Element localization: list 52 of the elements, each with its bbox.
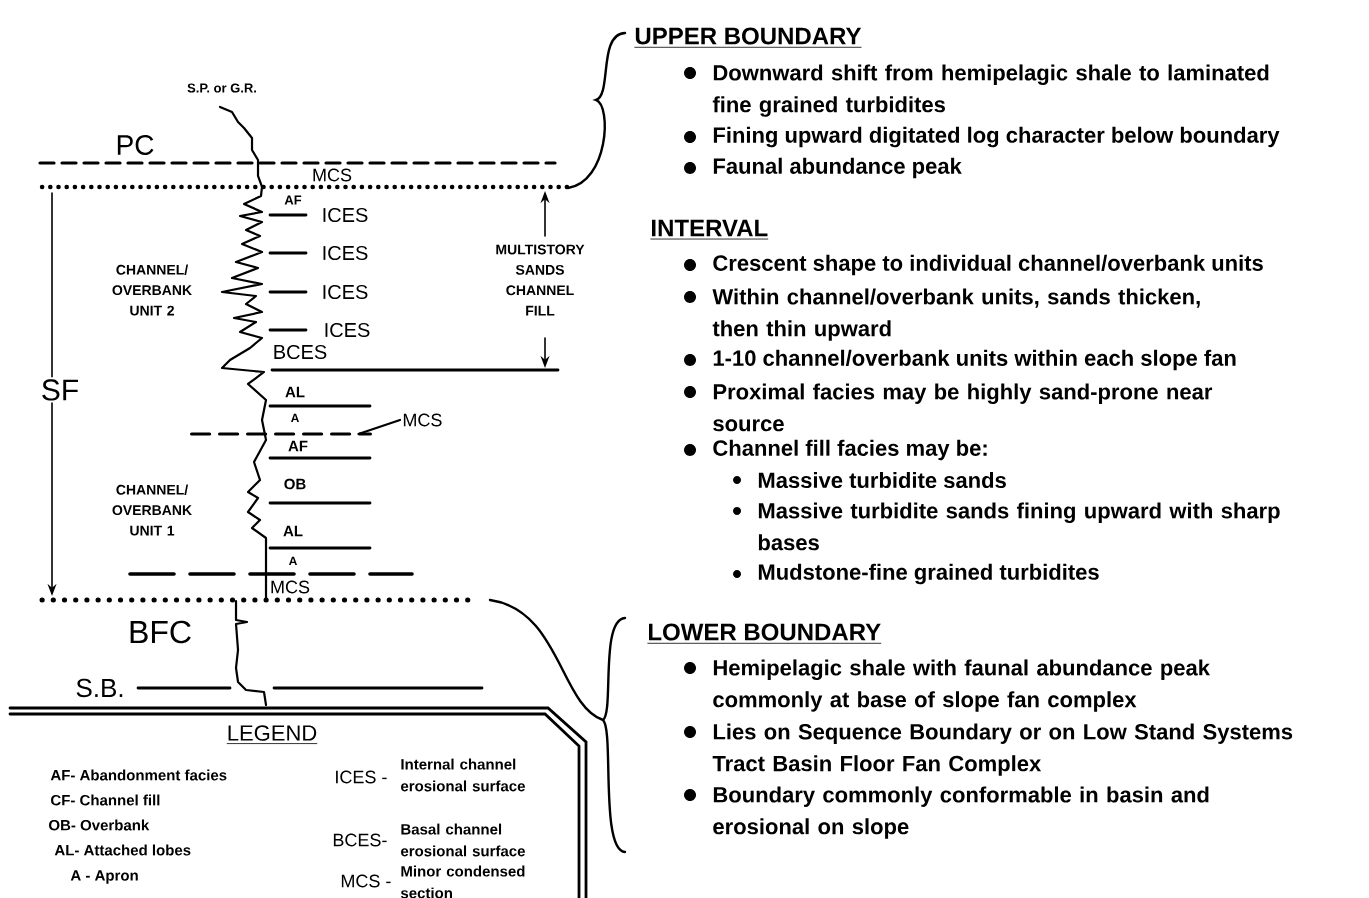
bullet-item: Faunal abundance peak — [684, 157, 962, 179]
legend-entry: OB- Overbank — [49, 819, 150, 831]
bullet-item: Crescent shape to individual channel/overbank units — [684, 254, 1263, 276]
unit-label: SF — [38, 377, 82, 403]
bullet-item: Fining upward digitated log character below boundary — [684, 126, 1280, 148]
legend-entry: ICES - — [336, 770, 387, 784]
surface-label: ICES — [321, 320, 373, 340]
surface-label: ICES — [319, 282, 371, 302]
legend-entry: A - Apron — [70, 870, 138, 884]
facies-label: AF — [284, 195, 302, 205]
leader-line — [357, 418, 402, 436]
bullet-item: Downward shift from hemipelagic shale to laminated fine grained turbidites — [684, 64, 1269, 117]
section-heading: INTERVAL — [650, 219, 769, 240]
unit-label: CHANNEL/ OVERBANK UNIT 2 — [104, 262, 200, 318]
surface-label: MCS — [310, 166, 354, 184]
bullet-item: 1-10 channel/overbank units within each slope fan — [684, 349, 1236, 371]
bullet-item: Channel fill facies may be: — [684, 439, 987, 461]
surface-label: ICES — [319, 205, 371, 225]
facies-label: A — [289, 556, 297, 566]
facies-label: AL — [283, 525, 303, 537]
dashed-surface-line — [190, 432, 372, 436]
legend-entry: CF- Channel fill — [51, 794, 160, 806]
legend-entry: AL- Attached lobes — [54, 844, 191, 856]
section-heading: UPPER BOUNDARY — [634, 27, 862, 48]
section-heading: LOWER BOUNDARY — [647, 623, 882, 644]
unit-label: BFC — [126, 618, 194, 646]
bullet-item: Massive turbidite sands — [733, 471, 1006, 489]
bullet-item: Hemipelagic shale with faunal abundance peak commonly at base of slope fan complex — [684, 659, 1210, 712]
legend-entry: Basal channel erosional surface — [401, 823, 525, 857]
surface-label: MCS — [268, 578, 312, 596]
bullet-item: Proximal facies may be highly sand-prone near source — [684, 383, 1213, 432]
bullet-item: Massive turbidite sands fining upward with sharp bases — [733, 502, 1280, 551]
unit-label: PC — [113, 133, 157, 157]
unit-label: CHANNEL/ OVERBANK UNIT 1 — [104, 482, 200, 538]
bullet-item: Lies on Sequence Boundary or on Low Stand Systems Tract Basin Floor Fan Complex — [684, 723, 1293, 776]
surface-label: ICES — [319, 243, 371, 263]
bullet-item: Within channel/overbank units, sands thicken, then thin upward — [684, 288, 1200, 341]
boundary-label: S.B. — [76, 678, 123, 698]
fill-label: MULTISTORY SANDS CHANNEL FILL — [496, 244, 585, 316]
bullet-item: Boundary commonly conformable in basin and erosional on slope — [684, 786, 1209, 839]
legend-entry: MCS - — [341, 874, 391, 888]
legend-title: LEGEND — [226, 725, 318, 744]
surface-label: BCES — [270, 342, 330, 362]
legend-entry: Minor condensed section — [400, 865, 525, 898]
legend-entry: BCES- — [333, 833, 387, 847]
log-label: S.P. or G.R. — [187, 83, 257, 93]
bullet-item: Mudstone-fine grained turbidites — [733, 563, 1099, 585]
surface-label: MCS — [403, 413, 442, 427]
legend-entry: AF- Abandonment facies — [50, 769, 227, 781]
legend-entry: Internal channel erosional surface — [401, 758, 525, 792]
facies-label: AL — [285, 386, 305, 398]
facies-label: OB — [284, 478, 306, 490]
